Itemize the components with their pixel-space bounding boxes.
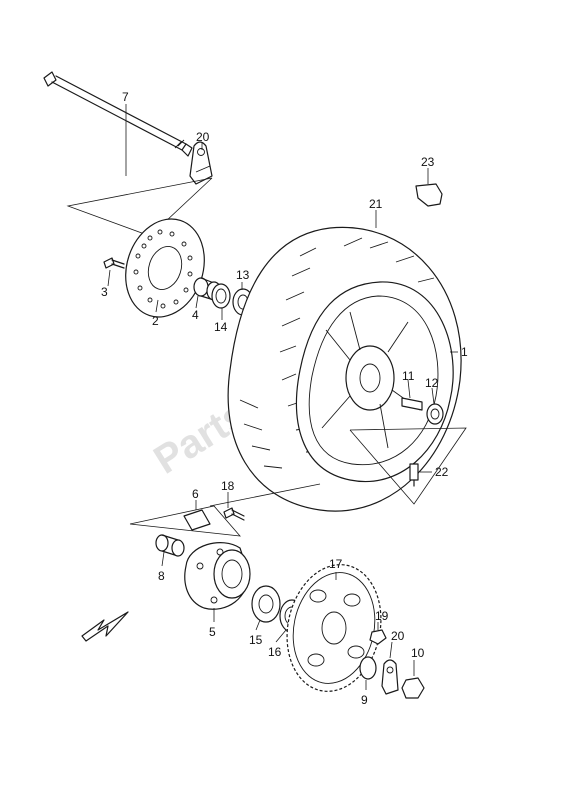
part-rear-sprocket[interactable]	[276, 556, 393, 700]
callout-20-bottom: 20	[391, 629, 405, 643]
callout-11: 11	[402, 369, 415, 383]
callout-16: 16	[268, 645, 282, 659]
part-axle[interactable]	[43, 71, 193, 157]
callout-13: 13	[236, 268, 250, 282]
part-sprocket-hub[interactable]	[184, 542, 251, 610]
callout-3: 3	[101, 285, 108, 299]
part-damper[interactable]	[183, 509, 211, 531]
callout-8: 8	[158, 569, 165, 583]
part-hub-bearing[interactable]	[251, 585, 281, 623]
part-collar[interactable]	[155, 534, 185, 557]
callout-5: 5	[209, 625, 216, 639]
callout-12: 12	[425, 376, 439, 390]
callout-20-top: 20	[196, 130, 210, 144]
part-chain-adjuster-left[interactable]	[189, 141, 213, 185]
callout-1: 1	[461, 345, 468, 359]
part-chain-adjuster-right[interactable]	[381, 659, 399, 695]
part-wheel-rim[interactable]	[295, 281, 454, 483]
callout-2: 2	[152, 314, 159, 328]
callout-18: 18	[221, 479, 235, 493]
leader-triangle-top	[66, 177, 213, 237]
leader-triangle-hub	[129, 505, 241, 537]
callout-4: 4	[192, 308, 199, 322]
callout-6: 6	[192, 487, 199, 501]
callout-17: 17	[329, 557, 343, 571]
callout-9: 9	[361, 693, 368, 707]
part-axle-nut[interactable]	[401, 677, 425, 699]
part-valve[interactable]	[409, 463, 419, 487]
part-collar-right[interactable]	[359, 656, 377, 680]
part-wheel-spacer[interactable]	[401, 397, 423, 411]
callout-10: 10	[411, 646, 425, 660]
callout-7: 7	[122, 90, 129, 104]
callout-leaders	[107, 104, 458, 690]
callout-labels: 7 20 23 21 1 3 2 4 13 14 11 12 22 6 18 8…	[101, 90, 468, 707]
callout-15: 15	[249, 633, 263, 647]
part-balance-weight[interactable]	[415, 183, 443, 207]
part-hub-bolt[interactable]	[223, 507, 245, 521]
part-brake-disc[interactable]	[113, 209, 216, 328]
callout-21: 21	[369, 197, 383, 211]
part-oil-seal[interactable]	[211, 283, 231, 309]
leader-triangle-right	[349, 427, 467, 505]
part-disc-bolt[interactable]	[103, 257, 125, 269]
callout-22: 22	[435, 465, 449, 479]
callout-19: 19	[375, 609, 389, 623]
part-bearing-right[interactable]	[426, 403, 444, 425]
callout-23: 23	[421, 155, 435, 169]
callout-14: 14	[214, 320, 228, 334]
part-sprocket-nut[interactable]	[369, 629, 387, 645]
front-direction-arrow-icon	[81, 611, 129, 642]
